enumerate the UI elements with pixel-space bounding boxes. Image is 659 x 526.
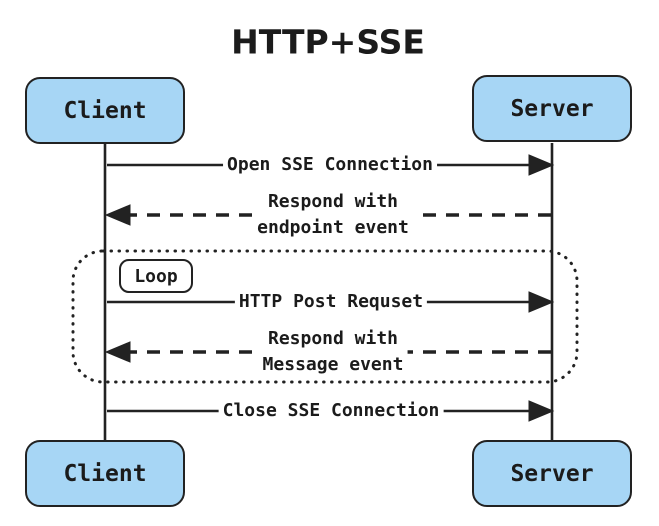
actor-client-bottom: Client bbox=[25, 440, 185, 507]
http-post-arrowhead bbox=[528, 291, 555, 313]
actor-client-top: Client bbox=[25, 77, 185, 144]
message-respond-message-line2: Message event bbox=[262, 354, 404, 375]
open-sse-arrowhead bbox=[528, 154, 555, 176]
loop-label-text: Loop bbox=[134, 265, 178, 287]
message-respond-message-line1: Respond with bbox=[267, 328, 399, 349]
message-respond-endpoint-label: Respond with endpoint event bbox=[253, 189, 413, 241]
message-respond-message-label: Respond with Message event bbox=[258, 326, 408, 378]
actor-server-top-label: Server bbox=[510, 95, 594, 122]
close-sse-arrowhead bbox=[528, 400, 555, 422]
actor-server-bottom-label: Server bbox=[510, 460, 594, 487]
respond-endpoint-arrowhead bbox=[104, 204, 131, 226]
message-respond-endpoint-line1: Respond with bbox=[267, 191, 399, 212]
diagram-title: HTTP+SSE bbox=[231, 22, 425, 62]
message-open-sse-label: Open SSE Connection bbox=[223, 152, 437, 178]
loop-frame bbox=[71, 249, 579, 384]
message-respond-endpoint-line2: endpoint event bbox=[257, 217, 409, 238]
message-http-post-label: HTTP Post Requset bbox=[234, 289, 428, 315]
message-close-sse-label: Close SSE Connection bbox=[218, 398, 444, 424]
actor-client-bottom-label: Client bbox=[63, 460, 147, 487]
actor-server-top: Server bbox=[472, 75, 632, 142]
actor-client-top-label: Client bbox=[63, 97, 147, 124]
actor-server-bottom: Server bbox=[472, 440, 632, 507]
respond-message-arrowhead bbox=[104, 341, 131, 363]
loop-label: Loop bbox=[119, 259, 193, 293]
